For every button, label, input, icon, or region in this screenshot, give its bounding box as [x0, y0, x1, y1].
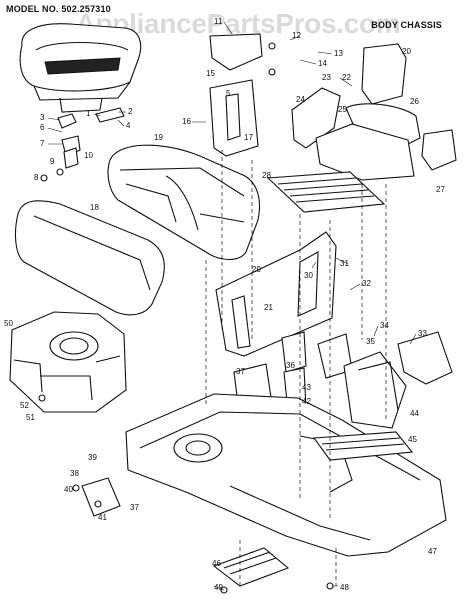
callout-20: 20: [402, 47, 411, 56]
main-frame[interactable]: [125, 393, 447, 557]
callout-21: 21: [264, 303, 273, 312]
callout-9: 9: [50, 157, 55, 166]
callout-11: 11: [214, 17, 223, 26]
callout-49: 49: [214, 583, 223, 592]
callout-12: 12: [292, 31, 301, 40]
callout-16: 16: [182, 117, 191, 126]
callout-32: 32: [362, 279, 371, 288]
callout-43: 43: [302, 383, 311, 392]
callout-24: 24: [296, 95, 305, 104]
front-panel[interactable]: [215, 231, 337, 357]
callout-50: 50: [4, 319, 13, 328]
model-number: MODEL NO. 502.257310: [6, 4, 111, 14]
callout-5: 5: [226, 89, 231, 98]
callout-44: 44: [410, 409, 419, 418]
callout-3: 3: [40, 113, 45, 122]
bracket-hardware[interactable]: [38, 394, 334, 594]
section-title: BODY CHASSIS: [371, 20, 442, 30]
callout-8: 8: [34, 173, 39, 182]
leader-lines: [47, 21, 417, 591]
seat[interactable]: [19, 23, 142, 113]
callout-6: 6: [40, 123, 45, 132]
callout-27: 27: [436, 185, 445, 194]
callout-37b: 37: [130, 503, 139, 512]
callout-52: 52: [20, 401, 29, 410]
callout-46: 46: [212, 559, 221, 568]
callout-23: 23: [322, 73, 331, 82]
callout-4: 4: [126, 121, 131, 130]
callout-25: 25: [338, 105, 347, 114]
callout-22: 22: [342, 73, 351, 82]
callout-40: 40: [64, 485, 73, 494]
callout-30: 30: [304, 271, 313, 280]
callout-42: 42: [302, 397, 311, 406]
callout-37: 37: [236, 367, 245, 376]
callout-26: 26: [410, 97, 419, 106]
callout-labels: 3 6 7 1 2 4 10 8 9 11 12 13 14 15 16 17 …: [4, 17, 445, 592]
callout-10: 10: [84, 151, 93, 160]
callout-33: 33: [418, 329, 427, 338]
callout-45: 45: [408, 435, 417, 444]
callout-2: 2: [128, 107, 133, 116]
callout-14: 14: [318, 59, 327, 68]
callout-31: 31: [340, 259, 349, 268]
callout-47: 47: [428, 547, 437, 556]
callout-29: 29: [252, 265, 261, 274]
callout-36: 36: [286, 361, 295, 370]
floor-mats[interactable]: [212, 431, 414, 587]
assembly-lines: [205, 150, 387, 586]
steering-support[interactable]: [209, 33, 276, 157]
dash-panel[interactable]: [107, 144, 261, 261]
callout-38: 38: [70, 469, 79, 478]
callout-18: 18: [90, 203, 99, 212]
callout-39: 39: [88, 453, 97, 462]
callout-35: 35: [366, 337, 375, 346]
callout-28: 28: [262, 171, 271, 180]
callout-34: 34: [380, 321, 389, 330]
callout-7: 7: [40, 139, 45, 148]
callout-19: 19: [154, 133, 163, 142]
callout-15: 15: [206, 69, 215, 78]
callout-41: 41: [98, 513, 107, 522]
fender-assembly[interactable]: [291, 43, 457, 181]
callout-17: 17: [244, 133, 253, 142]
footrest-grille[interactable]: [266, 171, 386, 213]
callout-51: 51: [26, 413, 35, 422]
hood[interactable]: [14, 200, 165, 316]
seat-hardware[interactable]: [40, 107, 125, 182]
callout-48: 48: [340, 583, 349, 592]
callout-13: 13: [334, 49, 343, 58]
callout-1: 1: [86, 109, 91, 118]
engine[interactable]: [9, 311, 127, 413]
